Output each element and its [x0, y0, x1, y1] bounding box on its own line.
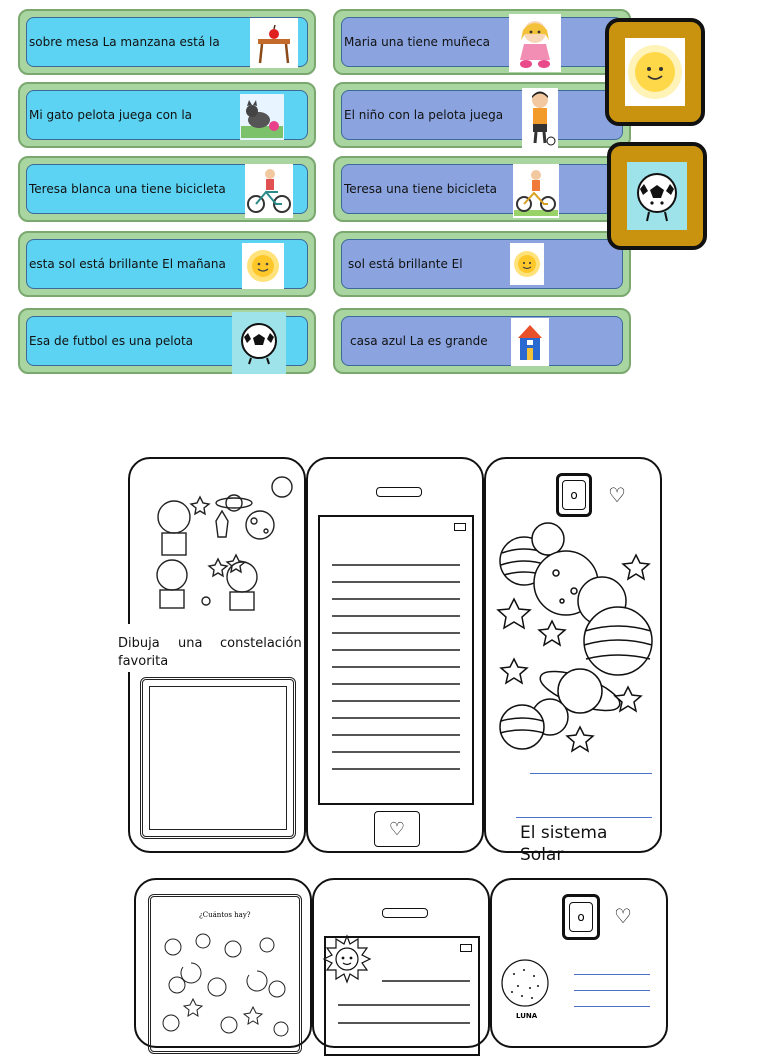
- booklet-bottom-right-panel: o ♡ LUNA: [490, 878, 668, 1048]
- prompt-word: favorita: [118, 654, 169, 669]
- sentence-text: Mi gato pelota juega con la: [29, 108, 193, 122]
- cat-ball-icon: [240, 94, 284, 140]
- table-apple-icon: [250, 18, 298, 68]
- sentence-card[interactable]: Maria una tiene muñeca: [333, 9, 631, 75]
- phone-screen[interactable]: [318, 515, 474, 805]
- answer-frame[interactable]: [607, 142, 707, 250]
- drawing-box[interactable]: [140, 677, 296, 839]
- heart-icon: ♡: [388, 818, 406, 840]
- boy-ball-icon: [522, 88, 558, 148]
- battery-icon: [454, 523, 466, 531]
- phone-speaker: [376, 487, 422, 497]
- phone-speaker: [382, 908, 428, 918]
- counting-sheet: ¿Cuántos hay?: [148, 894, 302, 1054]
- counting-heading: ¿Cuántos hay?: [199, 911, 251, 919]
- booklet-left-panel: Dibuja una constelación favorita: [112, 457, 306, 853]
- prompt-area: Dibuja una constelación favorita: [112, 624, 302, 672]
- sentence-card[interactable]: Teresa una tiene bicicleta: [333, 156, 631, 222]
- camera-button: o: [562, 894, 600, 940]
- booklet-bottom-left-panel: ¿Cuántos hay?: [134, 878, 312, 1054]
- sentence-text: Teresa una tiene bicicleta: [344, 182, 498, 196]
- camera-label: o: [562, 480, 586, 510]
- sentence-card[interactable]: Teresa blanca una tiene bicicleta: [18, 156, 316, 222]
- battery-icon: [460, 944, 472, 952]
- sentence-card[interactable]: casa azul La es grande: [333, 308, 631, 374]
- sun-icon: [322, 934, 372, 988]
- moon-icon: [500, 958, 550, 1012]
- sentence-text: sol está brillante El: [348, 257, 463, 271]
- astronauts-illustration: [140, 467, 300, 617]
- camera-label: o: [569, 902, 593, 932]
- sentence-card[interactable]: esta sol está brillante El mañana: [18, 231, 316, 297]
- sentence-text: El niño con la pelota juega: [344, 108, 504, 122]
- sentence-card[interactable]: Esa de futbol es una pelota: [18, 308, 316, 374]
- sentence-text: Maria una tiene muñeca: [344, 35, 490, 49]
- sentence-card[interactable]: Mi gato pelota juega con la: [18, 82, 316, 148]
- doll-icon: [509, 14, 561, 72]
- sentence-text: Esa de futbol es una pelota: [29, 334, 194, 348]
- sentence-text: sobre mesa La manzana está la: [29, 35, 220, 49]
- sentence-text: casa azul La es grande: [350, 334, 488, 348]
- booklet-right-panel: o ♡: [484, 457, 662, 865]
- answer-frame[interactable]: [605, 18, 705, 126]
- heart-icon: ♡: [608, 483, 626, 507]
- sentence-text: esta sol está brillante El mañana: [29, 257, 226, 271]
- sentence-card[interactable]: El niño con la pelota juega: [333, 82, 631, 148]
- blue-house-icon: [511, 318, 549, 366]
- prompt-word: una: [178, 636, 203, 651]
- moon-caption: LUNA: [516, 1012, 538, 1020]
- title-line-1: El sistema: [520, 823, 608, 843]
- sun-icon: [625, 38, 685, 106]
- girl-bicycle-icon: [513, 164, 559, 218]
- prompt-word: Dibuja: [118, 636, 160, 651]
- booklet-bottom-phone-panel: [312, 878, 490, 1056]
- home-button[interactable]: ♡: [374, 811, 420, 847]
- title-line-2: Solar: [520, 845, 564, 865]
- soccer-ball-icon: [627, 162, 687, 230]
- sun-icon: [242, 243, 284, 289]
- prompt-word: constelación: [220, 636, 302, 651]
- camera-button: o: [556, 473, 592, 517]
- girl-bicycle-icon: [245, 164, 293, 218]
- sentence-text: Teresa blanca una tiene bicicleta: [29, 182, 226, 196]
- soccer-ball-icon: [232, 312, 286, 374]
- heart-icon: ♡: [614, 904, 632, 928]
- sun-icon: [510, 243, 544, 285]
- sentence-card[interactable]: sol está brillante El: [333, 231, 631, 297]
- planets-illustration: [492, 521, 656, 761]
- sentence-card[interactable]: sobre mesa La manzana está la: [18, 9, 316, 75]
- booklet-phone-panel: ♡: [306, 457, 484, 853]
- space-objects-illustration: [162, 933, 289, 1037]
